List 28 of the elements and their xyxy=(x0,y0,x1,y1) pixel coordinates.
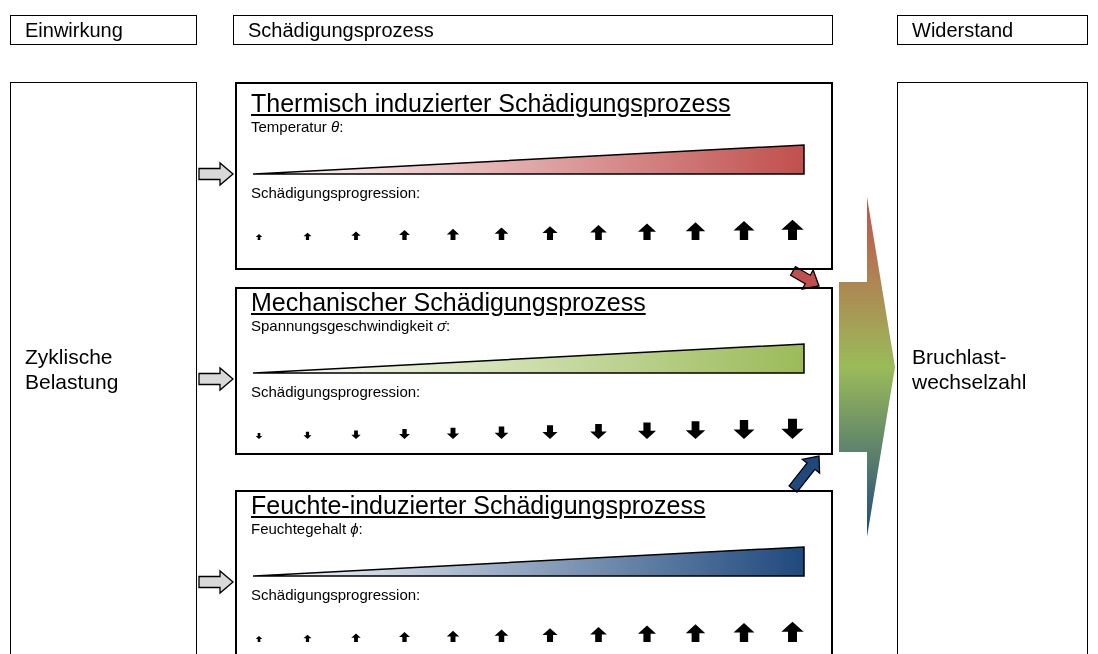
block-arrow xyxy=(198,366,234,392)
progression-label: Schädigungsprogression: xyxy=(251,383,421,402)
header-box xyxy=(897,15,1088,45)
header-box xyxy=(10,15,197,45)
process-box xyxy=(235,287,833,455)
parameter-label: Feuchtegehalt ϕ: xyxy=(251,520,363,539)
column-label: Zyklische Belastung xyxy=(25,345,120,394)
header-text: Schädigungsprozess xyxy=(248,20,434,40)
block-arrow xyxy=(198,161,234,187)
header-text: Widerstand xyxy=(912,20,1014,40)
block-arrow xyxy=(198,569,234,595)
column-label: Bruchlast- wechselzahl xyxy=(912,345,1028,394)
progression-label: Schädigungsprogression: xyxy=(251,586,421,605)
process-title: Feuchte-induzierter Schädigungsprozess xyxy=(251,492,706,519)
process-title: Thermisch induzierter Schädigungsprozess xyxy=(251,90,731,117)
block-arrow xyxy=(788,455,821,493)
column-box xyxy=(897,82,1088,654)
process-box xyxy=(235,490,833,654)
header-box xyxy=(233,15,833,45)
process-box xyxy=(235,82,833,270)
header-text: Einwirkung xyxy=(25,20,123,40)
process-title: Mechanischer Schädigungsprozess xyxy=(251,289,646,316)
parameter-label: Temperatur θ: xyxy=(251,118,344,137)
gradient-block-arrow xyxy=(839,197,895,537)
parameter-label: Spannungsgeschwindigkeit σ̇: xyxy=(251,317,451,336)
block-arrow xyxy=(789,265,820,290)
progression-label: Schädigungsprogression: xyxy=(251,184,421,203)
column-box xyxy=(10,82,197,654)
